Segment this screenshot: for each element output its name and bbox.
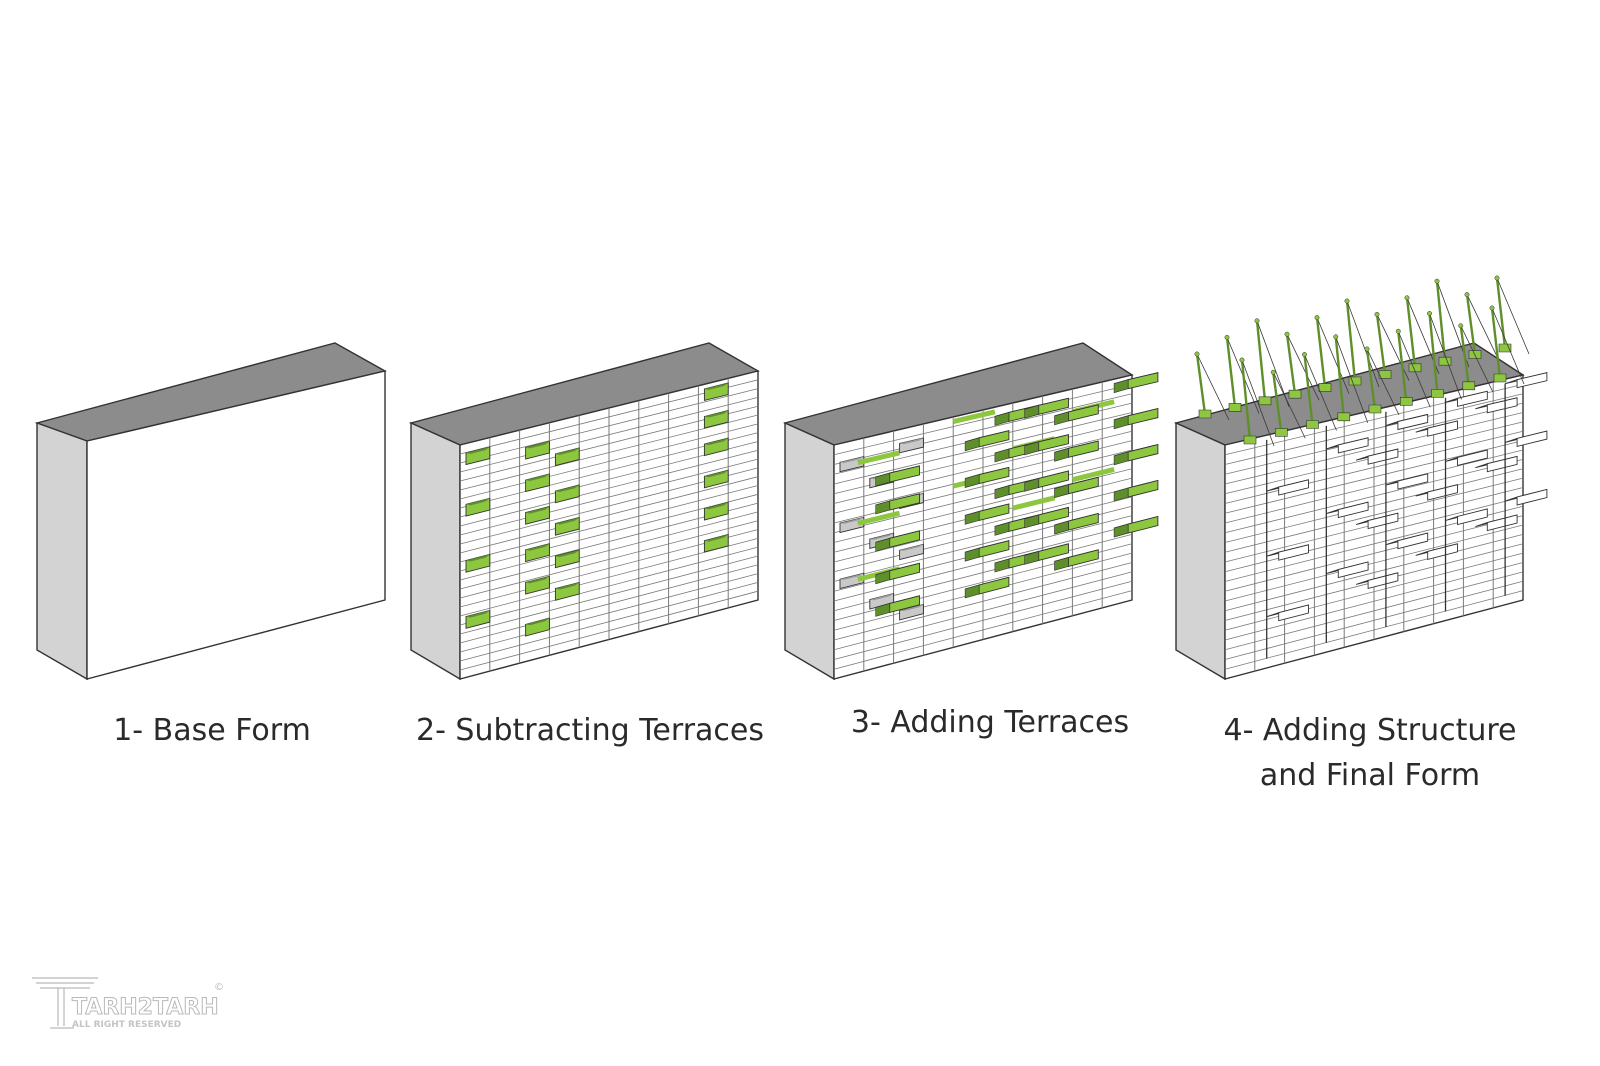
- tarh2tarh-logo: TARH2TARH ALL RIGHT RESERVED ©: [32, 977, 224, 1030]
- mast-base: [1258, 396, 1272, 406]
- mast-base: [1288, 389, 1302, 399]
- structure-mast: [1397, 331, 1408, 402]
- side-face: [36, 422, 88, 681]
- structure-mast: [1490, 307, 1502, 379]
- step-1-caption: 1- Base Form: [113, 713, 311, 748]
- mast-base: [1400, 396, 1413, 406]
- terrace-strip: [1071, 466, 1115, 483]
- mast-base: [1493, 373, 1507, 383]
- mast-base: [1198, 409, 1212, 419]
- structure-mast: [1345, 300, 1357, 382]
- front-face: [86, 370, 386, 680]
- structure-mast: [1225, 337, 1237, 408]
- mast-base: [1228, 403, 1242, 412]
- mast-base: [1306, 420, 1319, 429]
- structure-mast: [1285, 334, 1297, 395]
- structure-mast: [1465, 294, 1477, 355]
- side-face: [784, 421, 835, 681]
- mast-base: [1348, 376, 1362, 386]
- base-form-block: [34, 342, 387, 681]
- step-3-caption: 3- Adding Terraces: [850, 705, 1130, 740]
- recessed-terrace: [525, 473, 550, 493]
- structure-mast: [1303, 354, 1314, 425]
- final-form-block: [1173, 275, 1548, 681]
- adding-terraces-block: [782, 342, 1159, 681]
- facade-grid: [459, 378, 759, 672]
- mast-base: [1408, 363, 1422, 373]
- structure-mast: [1195, 353, 1207, 415]
- step-4-caption-line2: and Final Form: [1259, 758, 1481, 793]
- mast-base: [1378, 370, 1392, 379]
- side-face: [1175, 421, 1226, 681]
- recessed-terrace: [703, 469, 729, 489]
- mast-base: [1462, 381, 1476, 391]
- recessed-terrace: [554, 516, 580, 536]
- structure-mast: [1334, 336, 1345, 417]
- structure-mast: [1428, 313, 1439, 394]
- facade-grid: [1224, 382, 1524, 672]
- step-4-caption-line1: 4- Adding Structure: [1223, 713, 1517, 748]
- subtracting-terraces-block: [408, 342, 760, 681]
- structure-mast: [1459, 325, 1470, 386]
- structure-mast: [1315, 317, 1327, 388]
- mast-base: [1368, 404, 1382, 414]
- mast-base: [1438, 356, 1452, 366]
- watermark-brand: TARH2TARH: [72, 995, 219, 1020]
- mast-base: [1318, 383, 1332, 392]
- watermark-tagline: ALL RIGHT RESERVED: [72, 1020, 181, 1030]
- mast-base: [1337, 412, 1351, 422]
- terrace-strip: [857, 450, 901, 466]
- side-face: [410, 421, 461, 681]
- recessed-terrace: [703, 533, 729, 553]
- structure-mast: [1375, 314, 1387, 375]
- step-2-caption: 2- Subtracting Terraces: [415, 713, 764, 748]
- watermark-copyright-mark: ©: [214, 982, 224, 993]
- recessed-terrace: [554, 447, 580, 467]
- structure-mast: [1365, 348, 1377, 410]
- facade-grid: [833, 382, 1133, 672]
- recessed-terrace: [554, 484, 580, 504]
- structure-mast: [1435, 281, 1447, 362]
- structure-mast: [1405, 297, 1417, 368]
- recessed-terrace: [525, 575, 550, 595]
- structure-mast: [1255, 320, 1267, 401]
- structure-mast: [1240, 359, 1252, 441]
- terrace-strip: [1012, 495, 1056, 511]
- recessed-terrace: [554, 581, 580, 601]
- recessed-terrace: [703, 409, 729, 429]
- recessed-terrace: [554, 549, 580, 569]
- mast-base: [1275, 427, 1288, 437]
- structure-mast: [1272, 372, 1283, 433]
- terrace-strip: [952, 409, 996, 425]
- terrace-strip: [857, 510, 901, 526]
- mast-base: [1243, 435, 1257, 445]
- step-4-caption: 4- Adding Structure and Final Form: [1205, 708, 1535, 798]
- mast-base: [1431, 389, 1444, 398]
- recessed-terrace: [703, 437, 729, 457]
